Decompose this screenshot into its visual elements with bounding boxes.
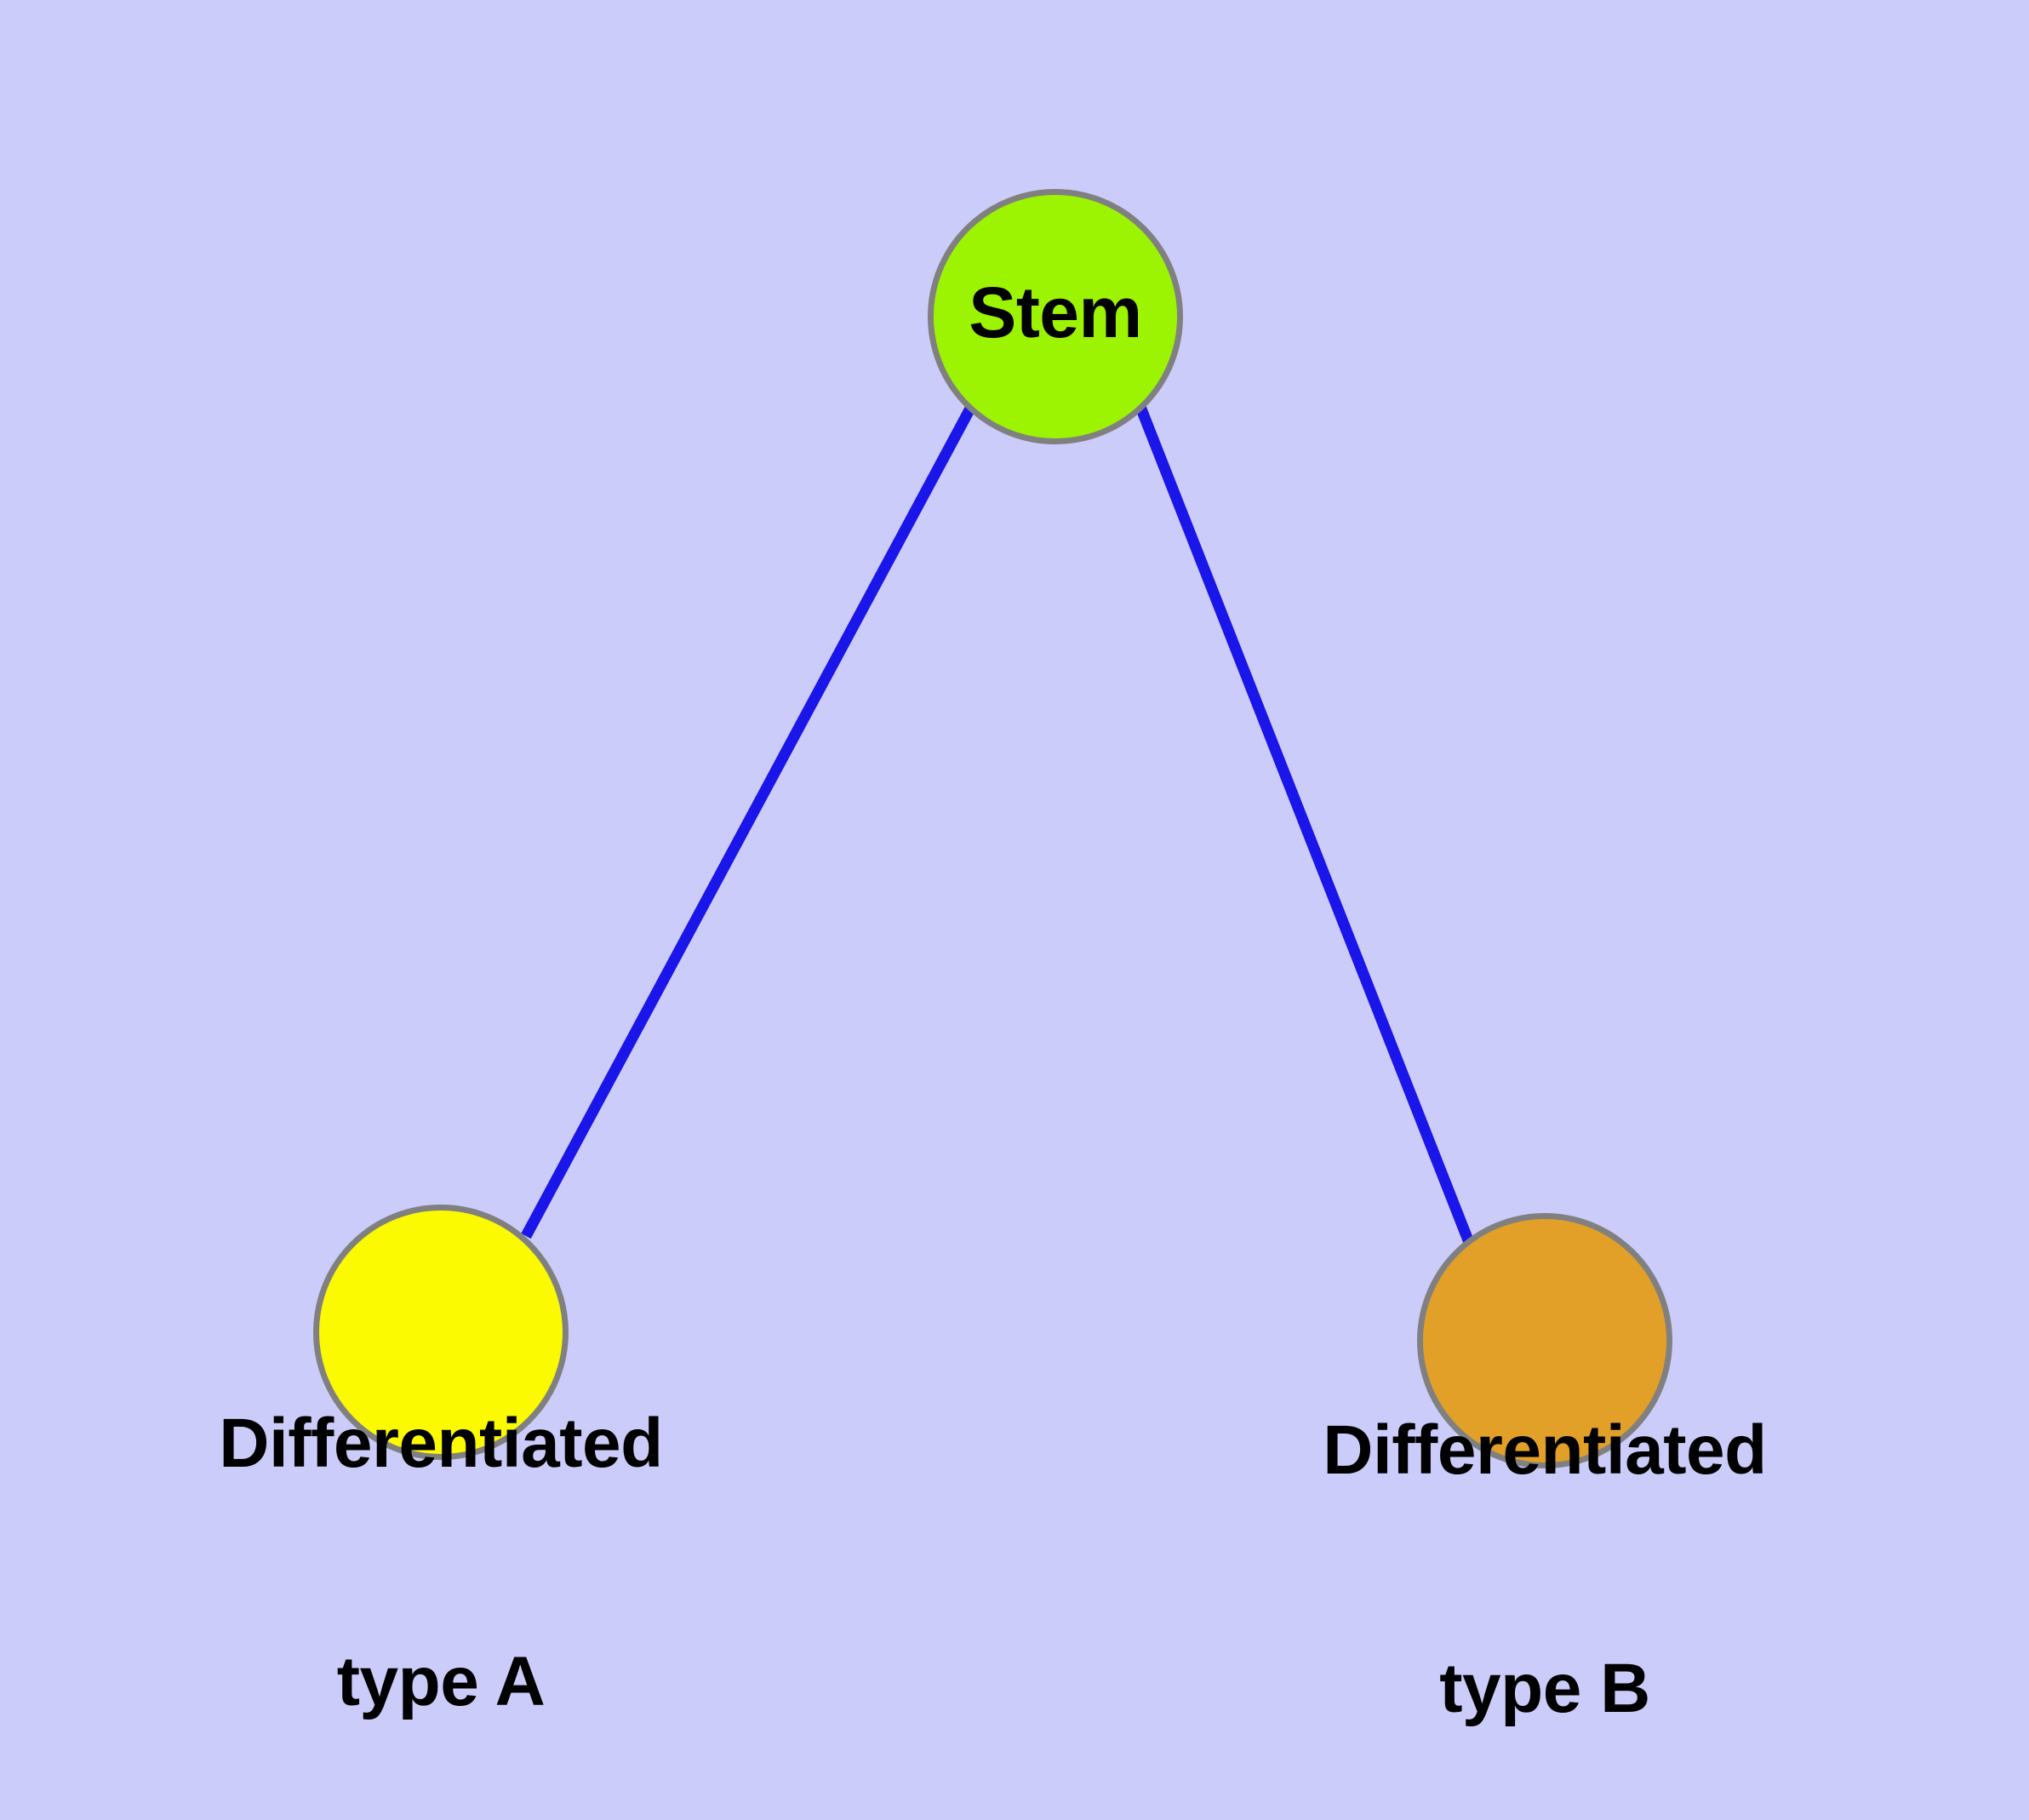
edge-stem-to-type-a — [521, 403, 976, 1239]
node-differentiated-type-b[interactable] — [1417, 1213, 1672, 1468]
node-differentiated-type-a[interactable] — [313, 1205, 569, 1460]
node-stem[interactable] — [928, 189, 1183, 444]
edge-stem-to-type-b — [1135, 404, 1476, 1247]
